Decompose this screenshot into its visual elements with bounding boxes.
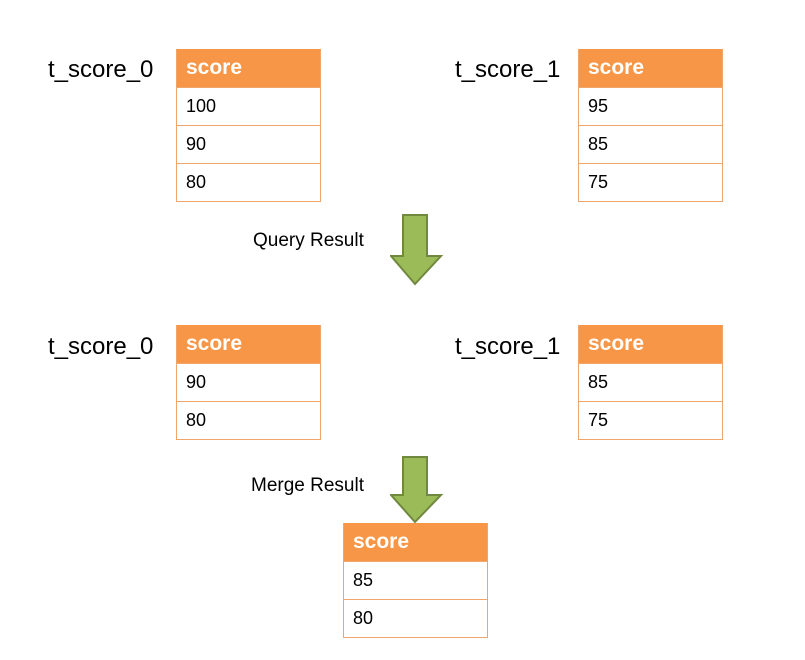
table-row: 80 bbox=[344, 599, 487, 637]
table-row: 80 bbox=[177, 163, 320, 201]
table-row: 80 bbox=[177, 401, 320, 439]
table-row: 100 bbox=[177, 87, 320, 125]
merge-result-label: Merge Result bbox=[251, 475, 364, 496]
table-name-t-score-1-after: t_score_1 bbox=[455, 333, 561, 360]
table-merged-result: score 85 80 bbox=[343, 523, 488, 638]
table-name-t-score-0-before: t_score_0 bbox=[48, 56, 154, 83]
table-row: 85 bbox=[344, 561, 487, 599]
column-header: score bbox=[177, 49, 320, 87]
table-row: 75 bbox=[579, 163, 722, 201]
down-arrow-icon bbox=[390, 456, 444, 524]
column-header: score bbox=[344, 523, 487, 561]
table-name-t-score-0-after: t_score_0 bbox=[48, 333, 154, 360]
table-row: 85 bbox=[579, 363, 722, 401]
table-row: 85 bbox=[579, 125, 722, 163]
table-t-score-0-before: score 100 90 80 bbox=[176, 49, 321, 202]
column-header: score bbox=[579, 325, 722, 363]
table-name-t-score-1-before: t_score_1 bbox=[455, 56, 561, 83]
down-arrow-icon bbox=[390, 214, 444, 286]
table-row: 75 bbox=[579, 401, 722, 439]
table-row: 90 bbox=[177, 125, 320, 163]
table-t-score-1-before: score 95 85 75 bbox=[578, 49, 723, 202]
table-t-score-1-after: score 85 75 bbox=[578, 325, 723, 440]
table-t-score-0-after: score 90 80 bbox=[176, 325, 321, 440]
column-header: score bbox=[579, 49, 722, 87]
column-header: score bbox=[177, 325, 320, 363]
table-row: 90 bbox=[177, 363, 320, 401]
query-result-label: Query Result bbox=[253, 230, 364, 251]
table-row: 95 bbox=[579, 87, 722, 125]
